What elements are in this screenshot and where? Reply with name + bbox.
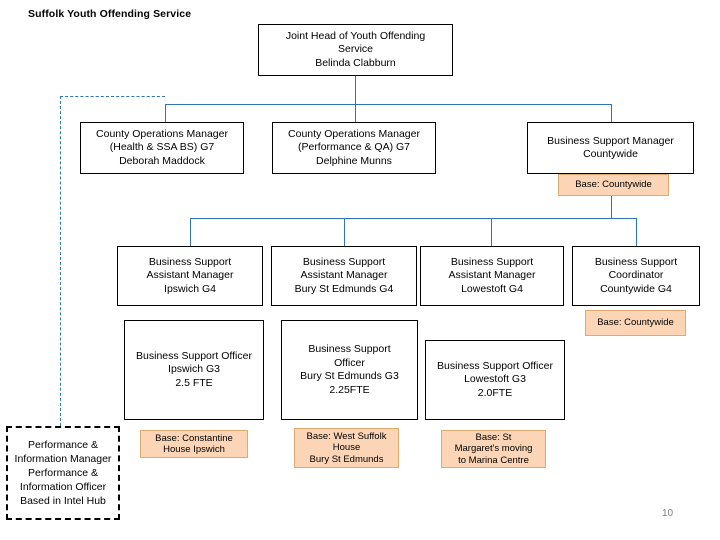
node-line: Countywide G4	[600, 282, 672, 295]
connector-com-perf-down	[355, 104, 356, 122]
node-line: Performance &	[27, 467, 99, 479]
node-county-operations-manager-performance[interactable]: County Operations Manager (Performance &…	[272, 122, 436, 174]
node-line: Assistant Manager	[300, 269, 388, 282]
node-line: Business Support	[302, 255, 386, 268]
base-west-suffolk-house: Base: West Suffolk House Bury St Edmunds	[294, 428, 399, 468]
base-constantine-house: Base: Constantine House Ipswich	[140, 430, 248, 458]
node-line: Business Support Officer	[437, 359, 553, 372]
base-line: Margaret's moving	[454, 443, 533, 455]
node-business-support-manager-countywide[interactable]: Business Support Manager Countywide	[527, 122, 694, 174]
node-line: Belinda Clabburn	[315, 56, 396, 69]
connector-bsm-to-bus	[611, 174, 612, 218]
base-line: Base: West Suffolk	[306, 430, 387, 442]
connector-main-bus	[165, 104, 611, 105]
node-line: Service	[337, 43, 373, 56]
node-line: Performance &	[27, 439, 99, 451]
node-line: Joint Head of Youth Offending	[285, 29, 426, 42]
page-title: Suffolk Youth Offending Service	[28, 8, 192, 20]
node-line: Information Manager	[14, 453, 112, 465]
node-joint-head[interactable]: Joint Head of Youth Offending Service Be…	[258, 24, 453, 76]
node-line: Bury St Edmunds G4	[294, 282, 394, 295]
node-bs-assistant-manager-ipswich[interactable]: Business Support Assistant Manager Ipswi…	[117, 246, 263, 306]
node-county-operations-manager-health[interactable]: County Operations Manager (Health & SSA …	[80, 122, 244, 174]
base-st-margarets: Base: St Margaret's moving to Marina Cen…	[441, 430, 546, 468]
node-line: 2.5 FTE	[175, 376, 213, 389]
connector-bsm-down	[611, 104, 612, 122]
node-line: Ipswich G3	[168, 363, 220, 376]
node-line: Officer	[334, 356, 365, 369]
node-line: Coordinator	[608, 269, 664, 282]
node-line: Business Support	[148, 255, 232, 268]
node-line: Lowestoft G4	[461, 282, 523, 295]
base-line: Base: St	[475, 431, 512, 443]
node-line: Bury St Edmunds G3	[300, 370, 399, 382]
node-bs-officer-lowestoft[interactable]: Business Support Officer Lowestoft G3 2.…	[425, 340, 565, 420]
connector-dashed-left	[60, 96, 61, 426]
node-line: Business Support	[594, 255, 678, 268]
node-line: Information Officer	[19, 481, 107, 493]
base-line: Base: Countywide	[597, 317, 674, 329]
node-line: (Performance & QA) G7	[297, 141, 411, 154]
base-line: Base: Countywide	[575, 179, 652, 191]
node-bs-officer-ipswich[interactable]: Business Support Officer Ipswich G3 2.5 …	[124, 320, 264, 420]
page-number: 10	[662, 508, 674, 519]
node-line: Lowestoft G3	[464, 373, 526, 386]
node-line: Delphine Munns	[316, 154, 392, 167]
node-performance-information[interactable]: Performance & Information Manager Perfor…	[6, 426, 120, 520]
node-bs-assistant-manager-bury[interactable]: Business Support Assistant Manager Bury …	[271, 246, 417, 306]
connector-bsam-ipswich-down	[190, 218, 191, 246]
base-line: to Marina Centre	[458, 454, 529, 466]
node-line: Business Support Manager	[547, 134, 674, 147]
node-bs-coordinator-countywide[interactable]: Business Support Coordinator Countywide …	[572, 246, 700, 306]
base-countywide-coordinator: Base: Countywide	[585, 310, 686, 336]
node-line: County Operations Manager	[288, 127, 420, 140]
connector-dashed-top	[60, 96, 165, 97]
node-line: Business Support	[450, 255, 534, 268]
base-line: House Ipswich	[163, 444, 225, 455]
node-line: County Operations Manager	[96, 127, 228, 140]
base-line: House	[332, 442, 361, 454]
connector-com-health-down	[165, 104, 166, 122]
node-line: 2.0FTE	[477, 386, 513, 399]
node-line: Assistant Manager	[146, 269, 234, 282]
node-line: Business Support Officer	[136, 349, 252, 362]
node-bs-officer-bury[interactable]: Business Support Officer Bury St Edmunds…	[281, 320, 418, 420]
connector-bsam-lowestoft-down	[491, 218, 492, 246]
connector-bsam-bury-down	[344, 218, 345, 246]
node-line: Business Support	[308, 343, 391, 355]
node-line: Deborah Maddock	[119, 154, 205, 167]
connector-bsc-countywide-down	[636, 218, 637, 246]
connector-head-down	[355, 76, 356, 104]
node-line: 2.25FTE	[329, 383, 370, 396]
node-line: Assistant Manager	[448, 269, 536, 282]
node-line: Based in Intel Hub	[20, 495, 106, 507]
base-line: Bury St Edmunds	[309, 453, 384, 465]
base-line: Base: Constantine	[155, 432, 233, 444]
node-bs-assistant-manager-lowestoft[interactable]: Business Support Assistant Manager Lowes…	[420, 246, 564, 306]
node-line: Ipswich G4	[164, 282, 216, 295]
node-line: Countywide	[583, 148, 638, 160]
connector-second-bus	[190, 218, 636, 219]
node-line: (Health & SSA BS) G7	[109, 141, 215, 154]
base-countywide-manager: Base: Countywide	[558, 174, 669, 196]
